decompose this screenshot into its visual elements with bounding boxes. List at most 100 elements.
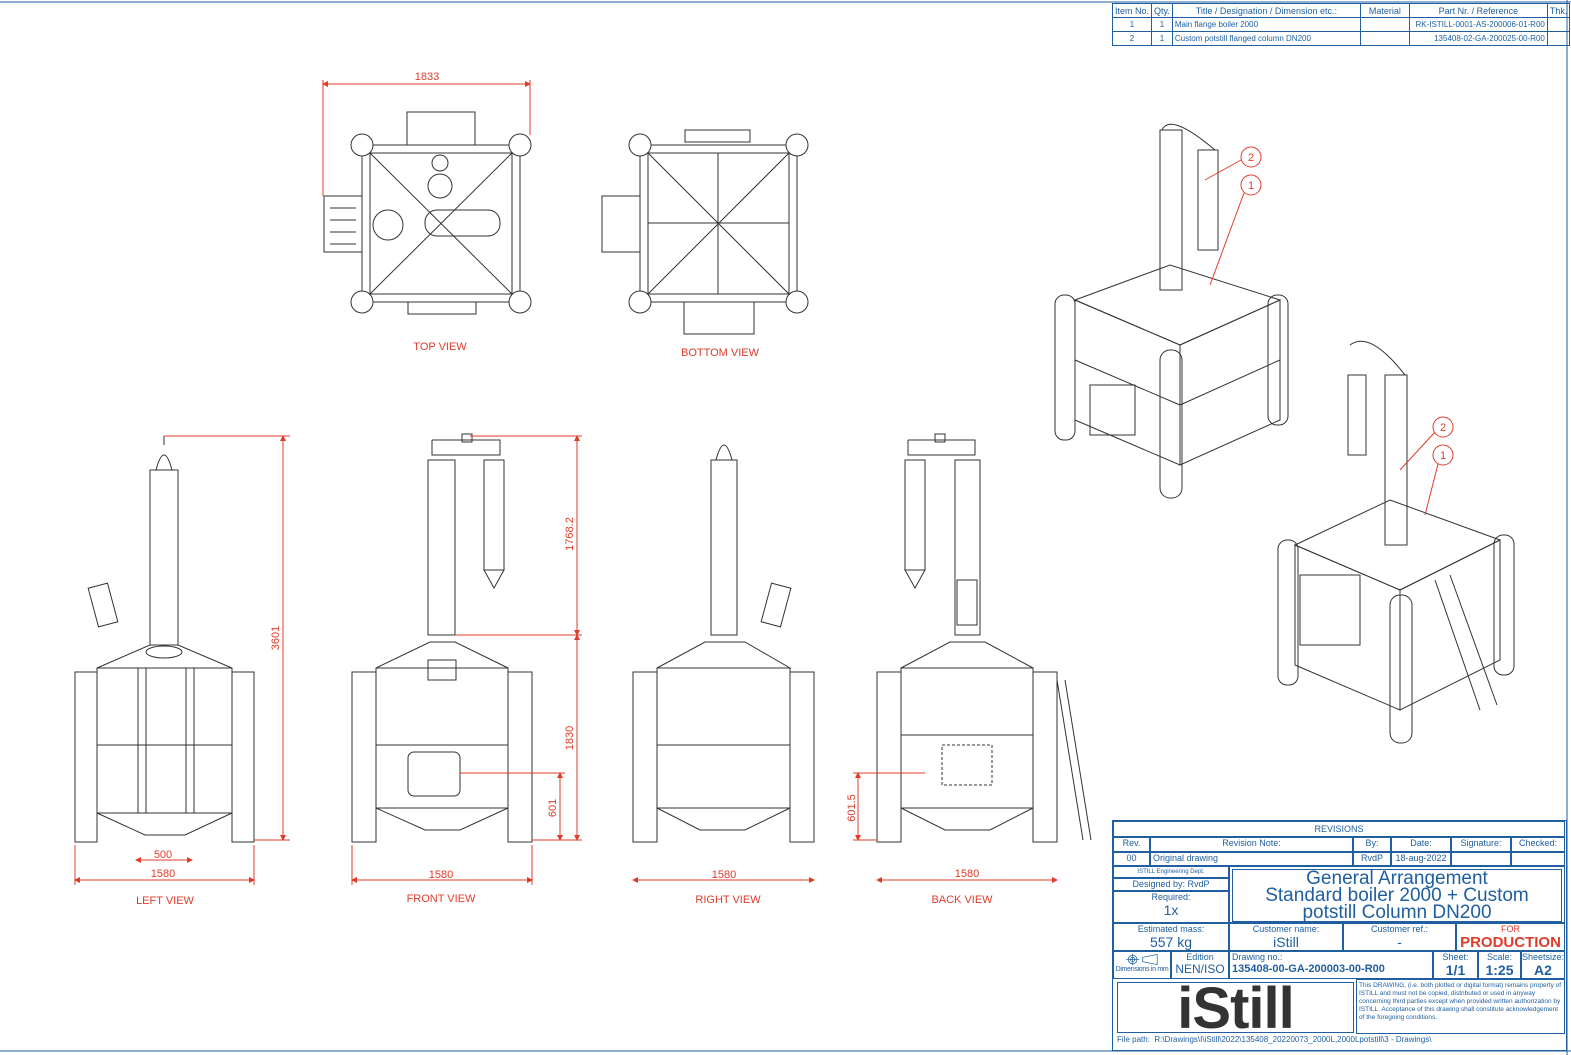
cell-item: 2 <box>1111 31 1153 46</box>
title-block: REVISIONS Rev. Revision Note: By: Date: … <box>1112 820 1567 1051</box>
rev-date-header: Date: <box>1391 837 1451 852</box>
rev-checked <box>1511 852 1565 866</box>
dim-1830: 1830 <box>564 726 576 750</box>
title-line: Standard boiler 2000 + Custom <box>1265 885 1529 906</box>
dimensions-left-view <box>74 435 290 885</box>
rev-by: RvdP <box>1353 852 1391 866</box>
file-path-value: R:\Drawings\I\iStill\2022\135408_2022007… <box>1154 1035 1432 1044</box>
customer-ref-value: - <box>1397 934 1402 950</box>
cell-part: RK-ISTILL-0001-AS-200006-01-R00 <box>1408 17 1548 32</box>
dim-500: 500 <box>154 849 172 861</box>
drawing-no-cell: Drawing no.: 135408-00-GA-200003-00-R00 <box>1229 951 1433 979</box>
status-top: FOR <box>1501 924 1520 934</box>
right-view-label: RIGHT VIEW <box>695 894 761 906</box>
cell-title: Main flange boiler 2000 <box>1171 17 1361 32</box>
dim-1580-front: 1580 <box>429 869 453 881</box>
dim-1580-right: 1580 <box>712 869 736 881</box>
projection-cell: Dimensions in mm <box>1113 951 1171 979</box>
drawing-no-value: 135408-00-GA-200003-00-R00 <box>1232 963 1385 975</box>
customer-ref-label: Customer ref.: <box>1370 924 1428 934</box>
customer-value: iStill <box>1273 934 1299 950</box>
col-material: Material <box>1359 3 1410 18</box>
back-view-label: BACK VIEW <box>931 894 993 906</box>
right-view <box>632 444 815 843</box>
sheetsize-cell: Sheetsize: A2 <box>1521 951 1565 979</box>
left-view-label: LEFT VIEW <box>136 895 194 907</box>
balloon-2: 2 <box>1248 152 1254 164</box>
designed-by: Designed by: RvdP <box>1113 878 1229 891</box>
left-view <box>74 436 255 843</box>
dimensions-back-view <box>853 772 1058 883</box>
cell-qty: 1 <box>1151 31 1173 46</box>
edition-value: NEN/ISO <box>1175 962 1225 976</box>
rev-note: Original drawing <box>1150 852 1353 866</box>
disclaimer: This DRAWING, (i.e. both plotted or digi… <box>1356 979 1565 1034</box>
col-qty: Qty. <box>1151 3 1173 18</box>
back-view <box>876 433 1092 843</box>
front-view-label: FRONT VIEW <box>407 893 476 905</box>
rev-col-header: Rev. <box>1113 837 1150 852</box>
col-part-nr: Part Nr. / Reference <box>1408 3 1548 18</box>
balloon-1: 1 <box>1440 450 1446 462</box>
customer-ref-cell: Customer ref.: - <box>1343 923 1456 951</box>
top-view-label: TOP VIEW <box>413 341 467 353</box>
title-line: General Arrangement <box>1306 868 1488 889</box>
table-row: 2 1 Custom potstill flanged column DN200… <box>1111 31 1571 46</box>
isometric-view-2 <box>1277 340 1515 744</box>
rev-by-header: By: <box>1353 837 1391 852</box>
rev-signature <box>1451 852 1511 866</box>
balloon-2: 2 <box>1440 422 1446 434</box>
customer-cell: Customer name: iStill <box>1229 923 1343 951</box>
cell-material <box>1359 17 1410 32</box>
logo-text: iStill <box>1177 982 1294 1033</box>
scale-cell: Scale: 1:25 <box>1478 951 1521 979</box>
edition-label: Edition <box>1186 952 1214 962</box>
title-cell: General Arrangement Standard boiler 2000… <box>1229 866 1565 923</box>
status-production: PRODUCTION <box>1460 934 1561 951</box>
cell-material <box>1359 31 1410 46</box>
dim-1580-back: 1580 <box>955 868 979 880</box>
isometric-view-1 <box>1054 123 1289 499</box>
required-label: Required: <box>1151 892 1191 902</box>
customer-label: Customer name: <box>1252 924 1320 934</box>
drawing-title: General Arrangement Standard boiler 2000… <box>1232 869 1562 922</box>
item-balloons <box>1204 146 1454 516</box>
required-cell: Required: 1x <box>1113 891 1229 923</box>
scale-value: 1:25 <box>1485 962 1514 978</box>
col-item-no: Item No. <box>1111 3 1153 18</box>
edition-cell: Edition NEN/ISO <box>1171 951 1229 979</box>
third-angle-projection-icon <box>1126 953 1158 966</box>
mass-cell: Estimated mass: 557 kg <box>1113 923 1229 951</box>
table-header-row: Item No. Qty. Title / Designation / Dime… <box>1111 3 1571 18</box>
front-view <box>351 433 533 843</box>
sheet-cell: Sheet: 1/1 <box>1433 951 1478 979</box>
parts-list-table: Item No. Qty. Title / Designation / Dime… <box>1111 3 1571 46</box>
status-cell: FOR PRODUCTION <box>1456 923 1565 951</box>
scale-label: Scale: <box>1486 952 1512 962</box>
rev-number: 00 <box>1113 852 1150 866</box>
file-path-label: File path: <box>1117 1035 1150 1044</box>
table-row: 1 1 Main flange boiler 2000 RK-ISTILL-00… <box>1111 17 1571 32</box>
file-path: File path: R:\Drawings\I\iStill\2022\135… <box>1117 1035 1431 1044</box>
bottom-view <box>601 129 809 335</box>
required-value: 1x <box>1163 902 1179 918</box>
cell-item: 1 <box>1111 17 1153 32</box>
dim-label: 1833 <box>415 71 439 83</box>
dim-601-5: 601.5 <box>846 794 858 822</box>
dim-1768-2: 1768.2 <box>564 517 576 551</box>
cell-thk <box>1546 31 1571 46</box>
mass-label: Estimated mass: <box>1137 924 1205 934</box>
rev-note-header: Revision Note: <box>1150 837 1353 852</box>
dim-601: 601 <box>547 799 559 817</box>
istill-logo: iStill <box>1117 982 1354 1033</box>
sheet-value: 1/1 <box>1445 962 1466 978</box>
dim-1580-left: 1580 <box>151 868 175 880</box>
rev-checked-header: Checked: <box>1511 837 1565 852</box>
engineering-dept: ISTILL Engineering Dept. <box>1113 866 1229 878</box>
sheetsize-label: Sheetsize: <box>1522 952 1565 962</box>
dimensions-front-view <box>351 435 582 885</box>
balloon-1: 1 <box>1248 180 1254 192</box>
title-line: potstill Column DN200 <box>1302 902 1492 923</box>
